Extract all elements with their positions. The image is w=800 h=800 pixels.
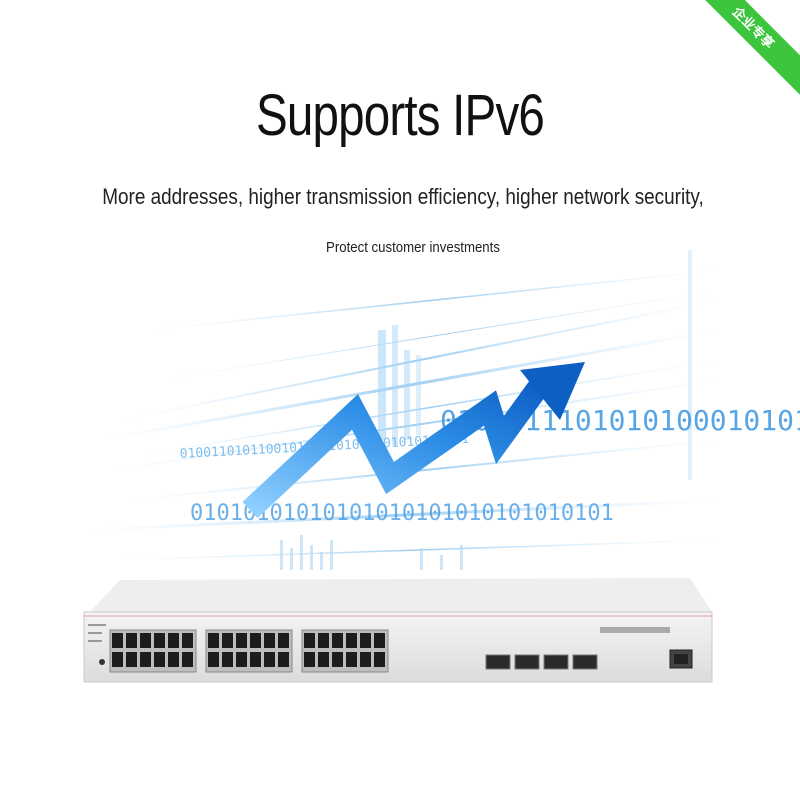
sfp-port [514, 654, 540, 670]
sfp-port [485, 654, 511, 670]
rj45-port [208, 633, 219, 648]
growth-arrow-icon [242, 362, 585, 519]
rj45-port [374, 652, 385, 667]
sfp-ports [485, 654, 598, 670]
tagline-secondary: Protect customer investments [326, 239, 500, 256]
switch-brand-label [600, 627, 670, 633]
rj45-port [168, 652, 179, 667]
rj45-port [112, 633, 123, 648]
rj45-port-groups [109, 629, 389, 673]
rj45-port [374, 633, 385, 648]
tagline: More addresses, higher transmission effi… [102, 184, 704, 209]
sfp-port [543, 654, 569, 670]
rj45-port [318, 633, 329, 648]
binary-columns [378, 250, 692, 480]
rj45-port [222, 633, 233, 648]
rj45-port [126, 652, 137, 667]
rj45-port [360, 633, 371, 648]
rj45-port [168, 633, 179, 648]
rj45-port [264, 652, 275, 667]
rj45-port [278, 633, 289, 648]
rj45-port [236, 652, 247, 667]
rj45-port [332, 633, 343, 648]
rj45-port [346, 633, 357, 648]
rj45-port [208, 652, 219, 667]
rj45-port [140, 652, 151, 667]
rj45-port [126, 633, 137, 648]
port-group [109, 629, 197, 673]
rj45-port [222, 652, 233, 667]
rj45-port [304, 652, 315, 667]
rj45-port [360, 652, 371, 667]
console-port [669, 649, 693, 669]
rj45-port [346, 652, 357, 667]
sfp-port [572, 654, 598, 670]
page-title: Supports IPv6 [255, 83, 545, 148]
rj45-port [304, 633, 315, 648]
rj45-port [278, 652, 289, 667]
rj45-port [112, 652, 123, 667]
rj45-port [182, 633, 193, 648]
rj45-port [140, 633, 151, 648]
rj45-port [182, 652, 193, 667]
rj45-port [250, 652, 261, 667]
rj45-port [154, 652, 165, 667]
port-group [301, 629, 389, 673]
rj45-port [318, 652, 329, 667]
rj45-port [154, 633, 165, 648]
rj45-port [332, 652, 343, 667]
rj45-port [250, 633, 261, 648]
rj45-port [236, 633, 247, 648]
rj45-port [264, 633, 275, 648]
port-group [205, 629, 293, 673]
chart-bars [280, 535, 463, 570]
light-streaks [89, 269, 721, 561]
